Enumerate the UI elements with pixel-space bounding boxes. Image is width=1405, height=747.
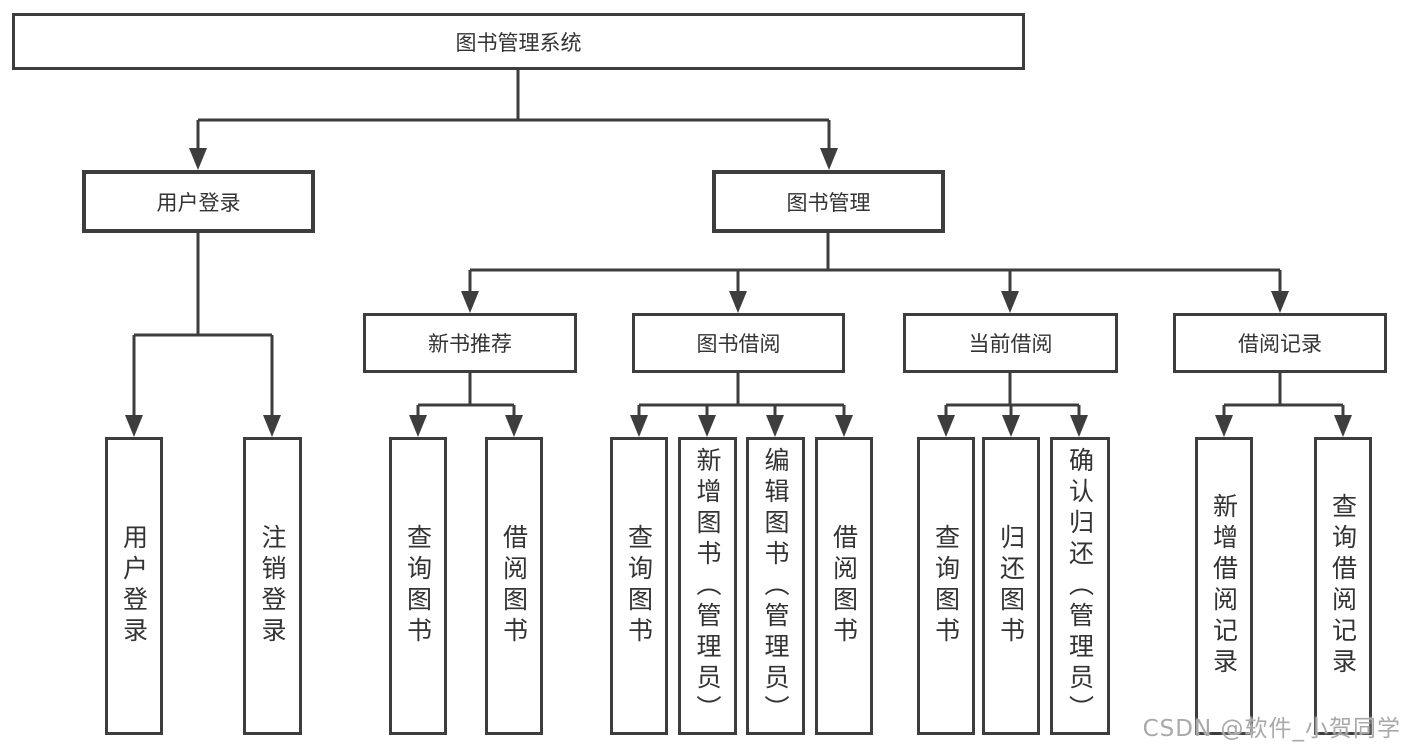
- leaf-label: 确认归还（管理员）: [1065, 446, 1095, 726]
- node-label: 用户登录: [156, 190, 241, 215]
- leaf-label: 借阅图书: [829, 524, 859, 648]
- arrowhead: [1215, 415, 1233, 437]
- node-label: 当前借阅: [968, 332, 1053, 356]
- leaf-label: 查询图书: [931, 524, 961, 648]
- arrowhead: [263, 415, 281, 437]
- arrowhead: [505, 415, 523, 437]
- leaf-recommend-query-book: 查询图书: [389, 437, 447, 735]
- leaf-edit-book-admin: 编辑图书（管理员）: [746, 437, 805, 735]
- arrowhead: [189, 148, 207, 170]
- arrowhead: [409, 415, 427, 437]
- leaf-label: 新增借阅记录: [1209, 493, 1239, 679]
- leaf-label: 编辑图书（管理员）: [761, 446, 790, 726]
- node-user-login: 用户登录: [82, 170, 315, 233]
- leaf-label: 新增图书（管理员）: [693, 446, 722, 726]
- leaf-recommend-borrow-book: 借阅图书: [485, 437, 543, 735]
- node-label: 新书推荐: [428, 332, 512, 356]
- node-book-borrowing: 图书借阅: [632, 313, 845, 373]
- node-current-borrowing: 当前借阅: [903, 313, 1118, 373]
- arrowhead: [729, 291, 747, 313]
- leaf-label: 注销登录: [258, 524, 287, 648]
- leaf-label: 查询图书: [403, 524, 433, 648]
- leaf-confirm-return-admin: 确认归还（管理员）: [1050, 437, 1110, 735]
- leaf-label: 用户登录: [119, 524, 149, 648]
- leaf-label: 归还图书: [996, 524, 1026, 648]
- leaf-current-query-book: 查询图书: [917, 437, 975, 735]
- arrowheads: [125, 148, 1352, 437]
- arrowhead: [820, 148, 838, 170]
- arrowhead: [461, 291, 479, 313]
- arrowhead: [1001, 291, 1019, 313]
- leaf-label: 查询图书: [624, 524, 654, 648]
- arrowhead: [766, 415, 784, 437]
- node-borrow-records: 借阅记录: [1173, 313, 1387, 373]
- leaf-add-book-admin: 新增图书（管理员）: [678, 437, 737, 735]
- leaf-label: 借阅图书: [499, 524, 529, 648]
- node-label: 图书管理系统: [455, 30, 582, 55]
- node-label: 图书借阅: [696, 332, 781, 356]
- leaf-label: 查询借阅记录: [1328, 493, 1358, 679]
- arrowhead: [1002, 415, 1020, 437]
- leaf-add-borrow-record: 新增借阅记录: [1195, 437, 1253, 735]
- node-new-book-recommend: 新书推荐: [363, 313, 577, 373]
- arrowhead: [698, 415, 716, 437]
- leaf-query-borrow-record: 查询借阅记录: [1314, 437, 1372, 735]
- arrowhead: [630, 415, 648, 437]
- connector-path: [132, 70, 1345, 419]
- arrowhead: [835, 415, 853, 437]
- node-label: 图书管理: [786, 190, 871, 215]
- arrowhead: [1334, 415, 1352, 437]
- leaf-logout: 注销登录: [243, 437, 302, 735]
- arrowhead: [1271, 291, 1289, 313]
- leaf-borrow-query-book: 查询图书: [610, 437, 668, 735]
- leaf-user-login: 用户登录: [105, 437, 163, 735]
- arrowhead: [937, 415, 955, 437]
- arrowhead: [1070, 415, 1088, 437]
- leaf-borrow-book: 借阅图书: [815, 437, 873, 735]
- arrowhead: [125, 415, 143, 437]
- leaf-return-book: 归还图书: [982, 437, 1040, 735]
- node-book-management: 图书管理: [712, 170, 945, 233]
- node-library-management-system: 图书管理系统: [12, 13, 1025, 70]
- node-label: 借阅记录: [1238, 332, 1322, 356]
